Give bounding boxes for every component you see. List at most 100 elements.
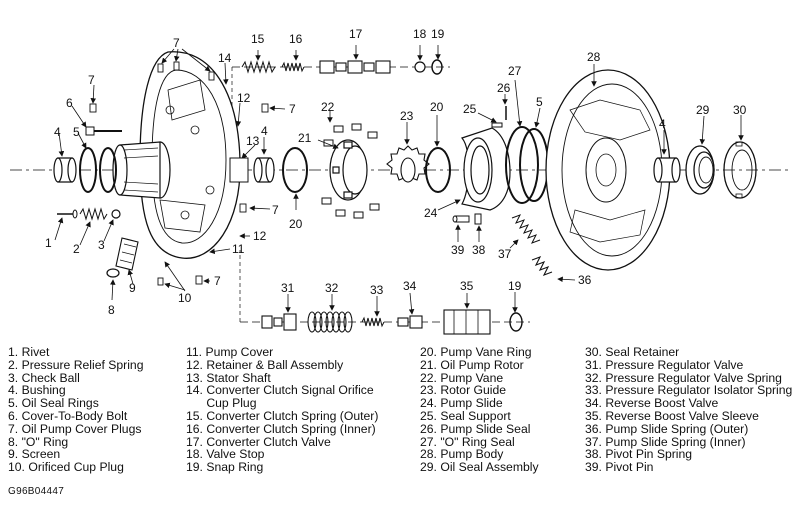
stator-shaft [112, 141, 249, 199]
legend-number: 12. [186, 357, 203, 372]
callout-29: 29 [696, 103, 710, 117]
legend-item: 8. "O" Ring [8, 435, 144, 449]
callout-1: 1 [45, 236, 52, 250]
legend-item: 12. Retainer & Ball Assembly [186, 357, 386, 372]
legend-item: 33. Pressure Regulator Isolator Spring [585, 384, 792, 397]
legend-item: 10. Orificed Cup Plug [8, 461, 144, 474]
callout-4-right: 4 [659, 117, 666, 131]
legend-item: 15. Converter Clutch Spring (Outer) [186, 410, 386, 423]
legend-item: 31. Pressure Regulator Valve [585, 358, 792, 372]
legend-label: Seal Support [440, 408, 511, 423]
pressure-relief-spring [79, 207, 108, 221]
legend-item: 6. Cover-To-Body Bolt [8, 410, 144, 423]
o-ring-seal [505, 126, 539, 204]
pump-slide-spring-inner [511, 214, 541, 244]
legend-label: Pressure Regulator Valve Spring [605, 370, 782, 385]
legend-number: 17. [186, 434, 203, 449]
callout-15: 15 [251, 32, 265, 46]
legend-item: 5. Oil Seal Rings [8, 397, 144, 410]
legend-number: 32. [585, 370, 602, 385]
legend-item: 30. Seal Retainer [585, 346, 792, 359]
callout-14: 14 [218, 51, 232, 65]
legend-label: Screen [21, 447, 61, 462]
oil-pump-cover-plugs [89, 61, 269, 286]
legend-label: Oil Seal Rings [21, 396, 99, 411]
legend-number: 28. [420, 447, 437, 462]
callout-4-mid: 4 [261, 124, 268, 138]
legend-number: 34. [585, 396, 602, 411]
callout-20-b: 20 [430, 100, 444, 114]
rivet [57, 209, 78, 219]
callout-32: 32 [325, 281, 339, 295]
callout-16: 16 [289, 32, 303, 46]
legend-item: 14. Converter Clutch Signal Orifice Cup … [186, 384, 386, 410]
oil-pump-rotor [329, 139, 368, 201]
callout-37: 37 [498, 247, 512, 261]
callout-23: 23 [400, 109, 414, 123]
pump-slide-spring-outer [531, 255, 553, 277]
legend-number: 21. [420, 357, 437, 372]
callout-36: 36 [578, 273, 592, 287]
cover-to-body-bolt [85, 126, 122, 136]
converter-clutch-spring-outer [241, 60, 276, 74]
legend-number: 24. [420, 396, 437, 411]
reverse-boost-valve [397, 315, 423, 329]
legend-label: Converter Clutch Valve [206, 434, 331, 449]
legend-label: Orificed Cup Plug [28, 460, 124, 475]
snap-ring-upper [431, 59, 443, 75]
legend-number: 13. [186, 370, 203, 385]
legend-number: 38. [585, 447, 602, 462]
callout-19-b: 19 [508, 279, 522, 293]
callout-30: 30 [733, 103, 747, 117]
callout-4-left: 4 [54, 125, 61, 139]
legend-label: Bushing [21, 383, 66, 398]
legend-label: Oil Seal Assembly [440, 460, 539, 475]
legend-item: 21. Oil Pump Rotor [420, 357, 539, 372]
legend-number: 27. [420, 434, 437, 449]
legend-label: Reverse Boost Valve [605, 396, 719, 411]
legend-item: 32. Pressure Regulator Valve Spring [585, 370, 792, 385]
legend-label: Oil Pump Rotor [440, 357, 524, 372]
pump-vanes [321, 123, 380, 219]
legend-number: 16. [186, 421, 203, 436]
legend-label: Pump Slide Spring (Inner) [605, 434, 746, 449]
callout-21: 21 [298, 131, 312, 145]
reverse-boost-valve-sleeve [443, 309, 491, 335]
legend-item: 3. Check Ball [8, 371, 144, 385]
callout-7-c: 7 [289, 102, 296, 116]
pivot-pin-spring [474, 213, 482, 225]
legend-label: Pivot Pin Spring [605, 447, 693, 462]
legend-number: 14. [186, 383, 203, 398]
legend-number: 36. [585, 421, 602, 436]
figure-code: G96B04447 [8, 486, 65, 497]
callout-20-a: 20 [289, 217, 303, 231]
legend-number: 26. [420, 421, 437, 436]
callout-27: 27 [508, 64, 522, 78]
legend-label: Pivot Pin [605, 460, 654, 475]
legend-item: 38. Pivot Pin Spring [585, 448, 792, 461]
callout-19-a: 19 [431, 27, 445, 41]
callout-8: 8 [108, 303, 115, 317]
pump-vane-ring [282, 147, 308, 193]
valve-stop [414, 61, 426, 73]
legend-label: Pump Vane Ring [440, 345, 532, 359]
legend-item: 27. "O" Ring Seal [420, 434, 539, 449]
callout-numbers: 1 2 3 4 5 6 7 7 7 7 7 8 9 10 11 12 12 13… [45, 27, 747, 317]
bushing-right [253, 157, 275, 183]
legend-label: Pressure Regulator Isolator Spring [605, 383, 793, 398]
legend-label: Converter Clutch Signal Orifice Cup Plug [206, 383, 374, 411]
pressure-regulator-valve [261, 313, 297, 331]
legend-number: 22. [420, 370, 437, 385]
converter-clutch-valve [319, 60, 391, 74]
legend-item: 11. Pump Cover [186, 346, 386, 359]
callout-34: 34 [403, 279, 417, 293]
legend-item: 29. Oil Seal Assembly [420, 461, 539, 474]
seal-support [491, 122, 503, 128]
callout-6: 6 [66, 96, 73, 110]
legend-label: Rotor Guide [440, 383, 507, 398]
legend-item: 25. Seal Support [420, 410, 539, 423]
callout-7-a: 7 [88, 73, 95, 87]
